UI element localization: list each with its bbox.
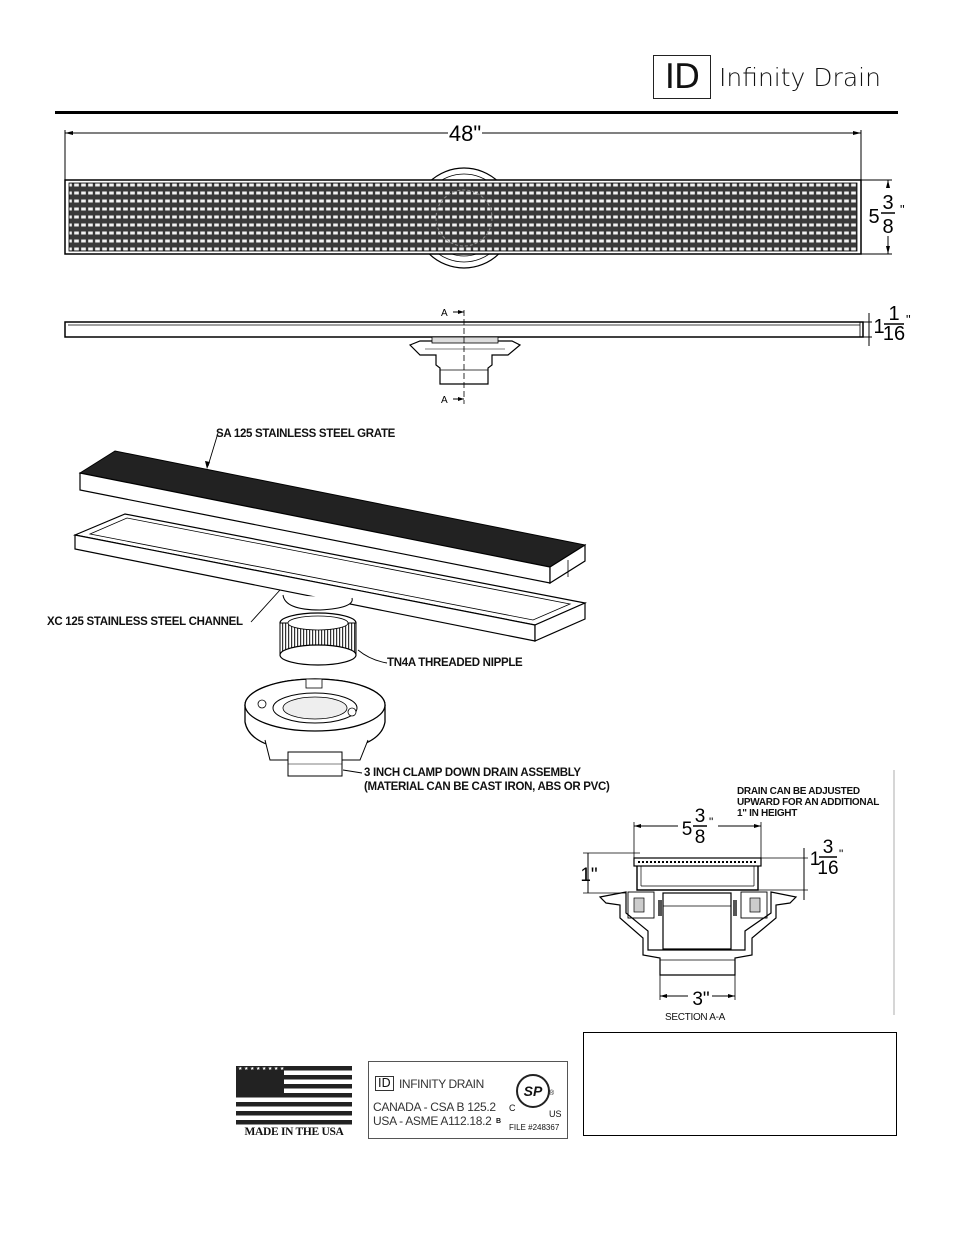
cert-canada: CANADA - CSA B 125.2 — [373, 1100, 496, 1114]
grate-label: SA 125 STAINLESS STEEL GRATE — [216, 428, 396, 440]
section-width-denominator: 8 — [695, 827, 706, 848]
csa-file-number: FILE #248367 — [509, 1123, 560, 1132]
width-whole: 5 — [868, 206, 879, 228]
section-width-whole: 5 — [682, 819, 693, 840]
header-rule — [55, 111, 898, 114]
height-numerator: 1 — [888, 303, 899, 325]
top-view: 48" 5 3 8 " — [64, 121, 910, 269]
cert-usa: USA - ASME A112.18.2 — [373, 1114, 492, 1128]
width-denominator: 8 — [882, 216, 893, 238]
csa-registered: ® — [549, 1090, 555, 1097]
brand-name: Infinity Drain — [719, 63, 881, 92]
section-label: SECTION A-A — [665, 1012, 726, 1023]
section-width-inch: " — [709, 815, 713, 829]
section-marker-top: A — [441, 308, 448, 319]
exploded-view — [72, 432, 587, 777]
flag-stars: ★★★★★★★★★★★★★★★★★★★★★★★★★★★★★★★★★★★★★★★★… — [238, 1067, 284, 1072]
adjust-note-line2: UPWARD FOR AN ADDITIONAL — [737, 797, 880, 808]
certification-badge: ID INFINITY DRAIN CANADA - CSA B 125.2 U… — [368, 1061, 568, 1139]
height-inch-mark: " — [906, 312, 911, 327]
adjust-note-line3: 1" IN HEIGHT — [737, 808, 798, 819]
width-inch-mark: " — [900, 202, 905, 217]
length-dimension: 48" — [449, 121, 481, 146]
section-height-inch: " — [839, 847, 843, 861]
pipe-dimension: 3" — [692, 989, 709, 1010]
height-denominator: 16 — [883, 323, 905, 345]
section-height-whole: 1 — [810, 849, 821, 870]
height-whole: 1 — [873, 316, 884, 338]
logo-mark: ID — [653, 55, 711, 99]
section-height-denominator: 16 — [817, 858, 838, 879]
csa-us: US — [549, 1109, 562, 1119]
usa-flag-icon — [236, 1066, 352, 1125]
side-view: A A 1 1 16 " — [64, 303, 911, 406]
notes-box — [583, 1032, 897, 1136]
section-height-numerator: 3 — [823, 837, 834, 858]
brand-logo: ID Infinity Drain — [653, 55, 898, 101]
made-in-usa-label: MADE IN THE USA — [244, 1126, 344, 1138]
drain-label-line1: 3 INCH CLAMP DOWN DRAIN ASSEMBLY — [364, 767, 581, 779]
cert-brand: INFINITY DRAIN — [399, 1077, 484, 1091]
nipple-label: TN4A THREADED NIPPLE — [387, 657, 523, 669]
drain-label-line2: (MATERIAL CAN BE CAST IRON, ABS OR PVC) — [364, 781, 610, 793]
adjust-dimension: 1" — [580, 865, 597, 886]
csa-b: B — [496, 1118, 502, 1125]
section-width-numerator: 3 — [695, 806, 706, 827]
csa-logo-icon: SP — [516, 1074, 550, 1108]
channel-label: XC 125 STAINLESS STEEL CHANNEL — [47, 616, 243, 628]
width-numerator: 3 — [882, 192, 893, 214]
cert-logo-mark: ID — [375, 1076, 394, 1091]
section-view: 5 3 8 " 1" 1 3 16 " — [580, 770, 895, 1015]
adjust-note-line1: DRAIN CAN BE ADJUSTED — [737, 786, 860, 797]
section-marker-bottom: A — [441, 395, 448, 406]
csa-c: C — [509, 1103, 516, 1113]
